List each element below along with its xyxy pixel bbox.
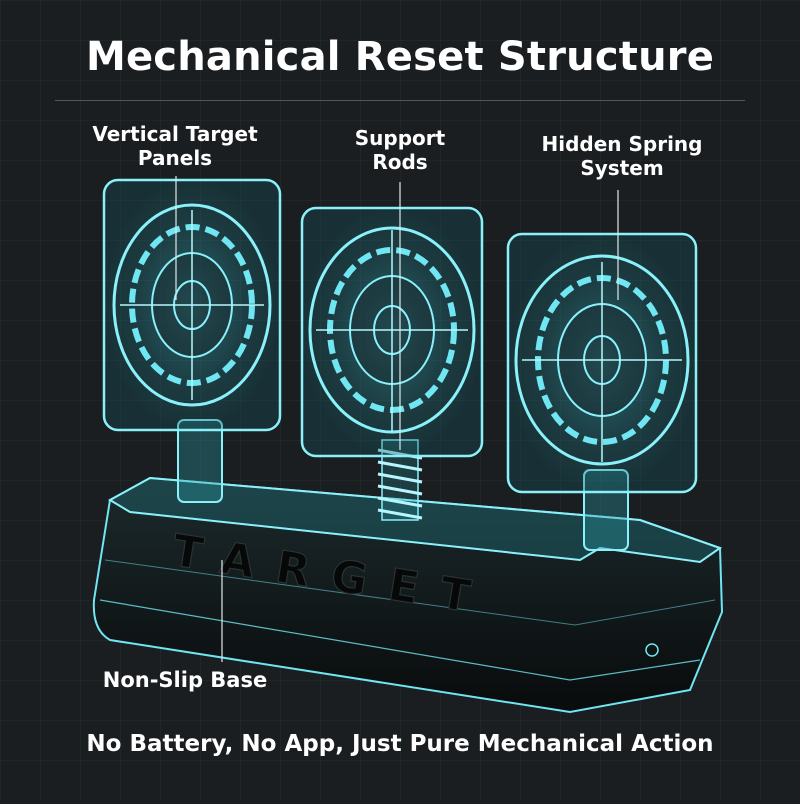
tagline: No Battery, No App, Just Pure Mechanical… — [86, 731, 714, 757]
left-target — [102, 178, 282, 503]
callout-support-rods: Support Rods — [318, 126, 482, 174]
base-mid-line — [104, 559, 716, 626]
callout-line: Hidden Spring — [541, 132, 703, 156]
callout-line: Vertical Target — [92, 122, 258, 146]
callout-line: Support — [354, 126, 446, 150]
callout-hidden-spring-system: Hidden Spring System — [525, 132, 719, 180]
base-bottom-edge — [99, 599, 701, 681]
title-divider — [55, 100, 745, 101]
page-title: Mechanical Reset Structure — [85, 34, 715, 80]
callout-line: Panels — [137, 146, 213, 170]
base-front-edge — [129, 511, 721, 563]
right-target — [506, 232, 698, 551]
non-slip-base: TARGET — [92, 476, 724, 714]
left-stem — [177, 419, 223, 503]
right-ring-outer — [514, 254, 690, 466]
callout-line: System — [580, 156, 664, 180]
callout-line: Rods — [372, 150, 428, 174]
middle-target — [300, 206, 484, 521]
leader-lines — [175, 176, 619, 662]
left-ring-outer — [112, 203, 272, 407]
base-screw-hole — [645, 643, 659, 657]
callout-vertical-target-panels: Vertical Target Panels — [70, 122, 280, 170]
callout-non-slip-base: Non-Slip Base — [102, 668, 268, 692]
